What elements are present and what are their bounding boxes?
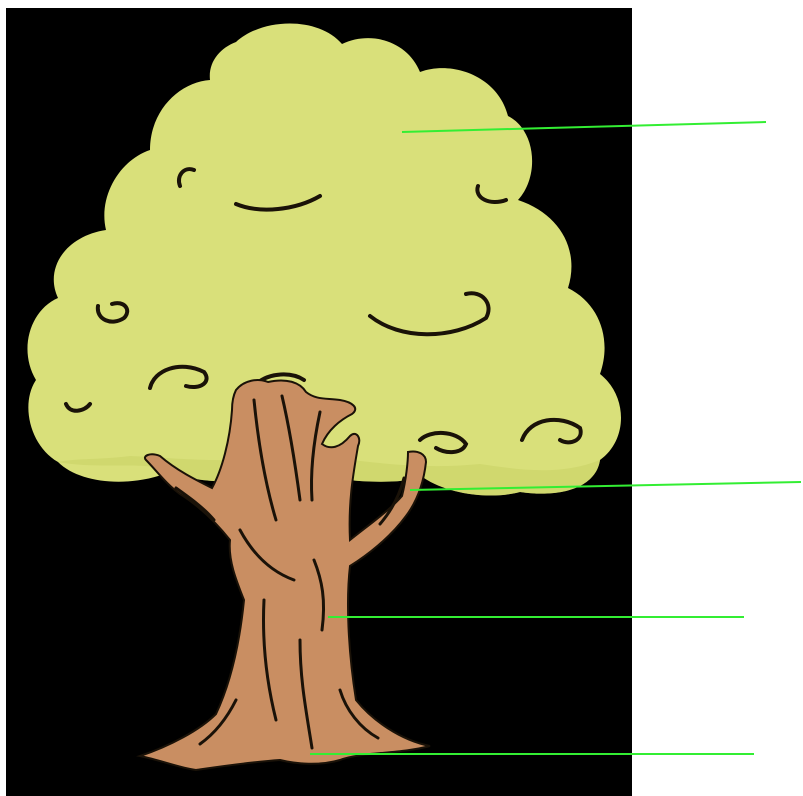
tree-diagram [0, 0, 803, 796]
tree-illustration [0, 0, 803, 796]
